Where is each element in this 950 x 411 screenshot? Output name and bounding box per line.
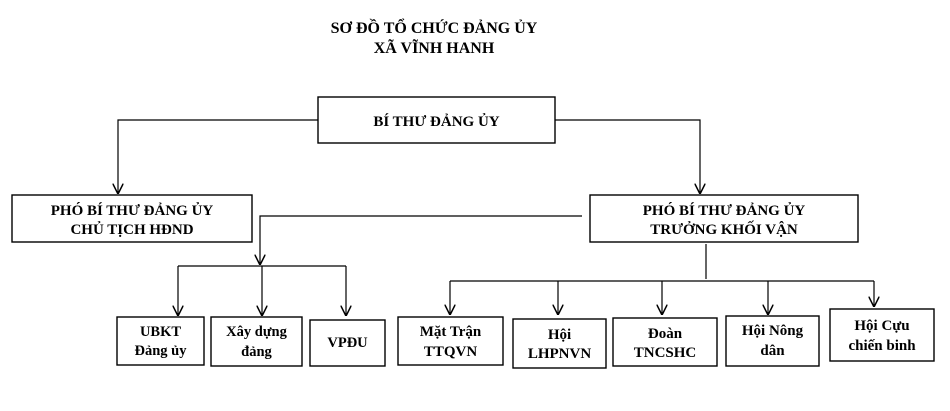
chart-title-line1: SƠ ĐỒ TỔ CHỨC ĐẢNG ỦY	[331, 17, 538, 37]
node-deputy-right: PHÓ BÍ THƯ ĐẢNG ỦY TRƯỞNG KHỐI VẬN	[589, 194, 859, 243]
node-ubkt-line1: UBKT	[140, 324, 181, 340]
node-ubkt-line2: Đảng ủy	[135, 343, 188, 359]
node-hoi-cuu-chien-binh-line1: Hội Cựu	[854, 318, 909, 334]
node-hoi-cuu-chien-binh-line2: chiến binh	[848, 338, 916, 354]
node-vpdu: VPĐU	[309, 319, 386, 367]
chart-title-line2: XÃ VĨNH HANH	[374, 38, 495, 57]
node-deputy-left-line1: PHÓ BÍ THƯ ĐẢNG ỦY	[51, 202, 214, 219]
node-hoi-nong-dan-line2: dân	[760, 343, 785, 359]
node-deputy-left: PHÓ BÍ THƯ ĐẢNG ỦY CHỦ TỊCH HĐND	[11, 194, 253, 243]
node-deputy-right-line2: TRƯỞNG KHỐI VẬN	[650, 220, 798, 238]
node-mat-tran-line1: Mặt Trận	[420, 324, 482, 340]
node-hoi-lhpn-line1: Hội	[548, 327, 571, 343]
connector-secretary-right	[555, 119, 700, 193]
node-hoi-cuu-chien-binh: Hội Cựu chiến binh	[829, 308, 935, 362]
node-hoi-lhpn-line2: LHPNVN	[528, 346, 592, 362]
node-secretary: BÍ THƯ ĐẢNG ỦY	[317, 96, 556, 144]
node-xay-dung-line1: Xây dựng	[226, 324, 287, 340]
connector-secretary-left	[118, 119, 318, 193]
node-deputy-right-line1: PHÓ BÍ THƯ ĐẢNG ỦY	[643, 202, 806, 219]
node-vpdu-line1: VPĐU	[327, 335, 368, 351]
node-hoi-lhpnvn: Hội LHPNVN	[512, 318, 607, 369]
node-xay-dung-dang: Xây dựng đảng	[210, 316, 303, 367]
node-mat-tran: Mặt Trận TTQVN	[397, 316, 504, 366]
node-doan-line1: Đoàn	[648, 326, 683, 342]
node-ubkt: UBKT Đảng ủy	[116, 316, 205, 366]
node-doan-line2: TNCSHC	[634, 345, 697, 361]
connector-deputy-right-to-left-bus	[260, 215, 582, 264]
node-deputy-left-line2: CHỦ TỊCH HĐND	[70, 221, 193, 238]
node-doan-tncshc: Đoàn TNCSHC	[612, 317, 718, 367]
node-xay-dung-line2: đảng	[241, 344, 272, 360]
connectors	[118, 119, 874, 315]
node-secretary-line1: BÍ THƯ ĐẢNG ỦY	[373, 113, 499, 130]
node-hoi-nong-dan: Hội Nông dân	[725, 315, 820, 367]
node-hoi-nong-dan-line1: Hội Nông	[742, 323, 804, 339]
node-mat-tran-line2: TTQVN	[424, 344, 478, 360]
